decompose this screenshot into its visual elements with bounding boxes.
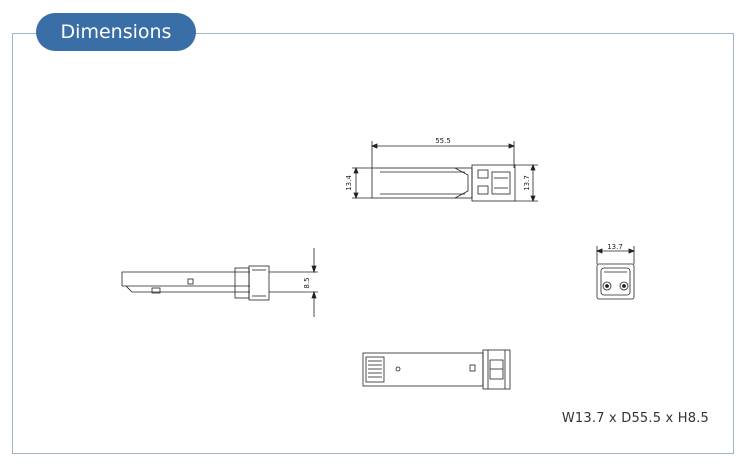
front-view-drawing [595,246,636,300]
bottom-view-drawing [362,349,511,390]
width-dimension-label: 13.7 [607,243,623,251]
right-height-dimension-label: 13.7 [523,175,531,191]
side-view-drawing [121,248,318,317]
length-dimension-label: 55.5 [435,137,451,145]
dimensions-panel [12,33,734,454]
thickness-dimension-label: 8.5 [303,277,311,288]
section-title: Dimensions [36,13,196,51]
dimensions-caption: W13.7 x D55.5 x H8.5 [561,411,709,426]
top-view-drawing [352,141,538,203]
side-height-dimension-label: 13.4 [345,175,353,191]
